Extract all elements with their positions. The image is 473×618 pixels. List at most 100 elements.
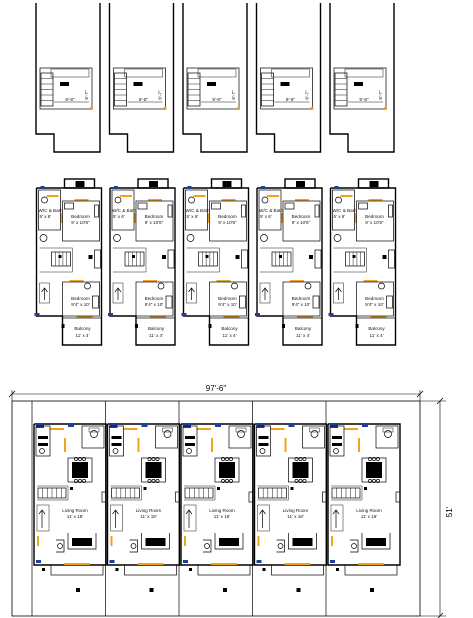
column-marker xyxy=(282,324,285,328)
upper-bedroom xyxy=(135,200,174,242)
balcony-dim: 11' x 4' xyxy=(370,333,384,338)
first-floor-stair xyxy=(345,251,365,267)
ground-floor-outline xyxy=(33,423,107,566)
balcony-label: Balcony xyxy=(368,326,385,331)
armchair xyxy=(203,539,212,553)
stair-arrow-head xyxy=(188,287,195,293)
stair-cabin xyxy=(260,67,313,110)
lower-bedroom-dim: 9'4" x 10' xyxy=(218,302,237,307)
living-room-dim: 11' x 18' xyxy=(287,514,304,519)
window-marker xyxy=(256,560,262,563)
lower-bedroom xyxy=(135,281,174,317)
dining-chair xyxy=(221,457,225,461)
bed-side-unit xyxy=(92,295,99,309)
toilet-fixture xyxy=(310,430,319,438)
door-marker xyxy=(37,536,39,546)
sofa-outline xyxy=(214,533,244,550)
armchair xyxy=(350,539,359,553)
armchair-circle xyxy=(277,543,284,549)
stair-arrow-head xyxy=(261,287,269,293)
lower-bedroom-label: Bedroom xyxy=(218,296,237,301)
ground-floor-outline xyxy=(180,423,254,566)
door-marker xyxy=(184,536,186,546)
wc-fixture xyxy=(114,196,122,204)
chimney-block xyxy=(149,181,158,187)
ground-floor-stair xyxy=(111,487,140,499)
column-marker xyxy=(382,255,387,259)
terrace-outline xyxy=(35,3,101,153)
width-dimension-slash-right xyxy=(416,390,424,398)
toilet-cistern xyxy=(88,427,100,433)
side-cabinet xyxy=(101,491,107,503)
toilet-fixture xyxy=(163,430,172,438)
toilet-room xyxy=(81,425,105,449)
ground-floor-stair xyxy=(184,487,214,499)
dining-chair xyxy=(298,479,303,483)
upper-bedroom-label: Bedroom xyxy=(145,214,164,219)
living-room-dim: 11' x 18' xyxy=(67,514,84,519)
balcony-dim: 11' x 4' xyxy=(76,333,90,338)
terrace-stair-flight xyxy=(334,72,348,107)
top-projection xyxy=(357,178,390,189)
door-marker xyxy=(123,428,138,430)
dining-chair xyxy=(151,479,156,483)
lower-bedroom-dim: 9'4" x 10' xyxy=(71,302,90,307)
washbasin-circle xyxy=(260,234,268,242)
passage-stair xyxy=(259,282,271,304)
parking-marker xyxy=(223,588,227,592)
column-marker xyxy=(61,324,65,328)
window-marker xyxy=(68,424,74,427)
sofa-seat xyxy=(72,538,92,546)
upper-bedroom-dim: 9' x 10'6" xyxy=(365,220,384,225)
sofa-outline xyxy=(67,533,97,550)
kitchen-area xyxy=(35,425,51,457)
stair-cabin xyxy=(186,67,240,110)
wc-room-dim: 5' x 6' xyxy=(113,214,125,219)
sink-circle xyxy=(259,448,266,454)
door-marker xyxy=(134,213,136,223)
door-marker xyxy=(267,195,279,197)
stair-arrow-head xyxy=(114,287,122,293)
stair-well xyxy=(110,485,142,501)
upper-bedroom xyxy=(282,200,321,242)
overall-width-label: 97'-6" xyxy=(206,384,227,393)
dining-table xyxy=(145,462,162,478)
ground-floor-outline xyxy=(327,423,401,566)
window-marker xyxy=(36,560,41,563)
stair-outline xyxy=(345,251,365,267)
door-marker xyxy=(64,438,66,452)
sofa-seat xyxy=(292,538,313,546)
door-marker xyxy=(340,195,353,197)
door-marker xyxy=(46,195,59,197)
wc-room-dim: 5' x 6' xyxy=(187,214,199,219)
dining-chair xyxy=(78,479,82,483)
dining-chair xyxy=(147,457,152,461)
stair-well xyxy=(37,485,69,501)
wc-room-dim: 5' x 6' xyxy=(260,214,272,219)
door-marker xyxy=(358,438,360,452)
armchair-circle xyxy=(130,543,137,549)
water-tank xyxy=(280,82,290,86)
counter-slab xyxy=(332,436,342,439)
entry-passage xyxy=(183,504,197,532)
armchair-circle xyxy=(351,543,357,549)
wc-fixture xyxy=(188,196,195,204)
bed-side-unit xyxy=(165,295,173,309)
parking-marker xyxy=(296,588,301,592)
door-marker xyxy=(223,316,240,318)
counter-slab xyxy=(38,436,48,439)
column-marker xyxy=(279,255,282,258)
door-marker xyxy=(193,195,206,197)
stair-cabin xyxy=(333,67,387,110)
living-room-label: Living Room xyxy=(136,508,162,513)
stair-dimension-vertical-label: 6'-7" xyxy=(378,90,383,100)
terrace-outline xyxy=(255,3,322,153)
wc-room-label: W/C & Bath xyxy=(186,208,210,213)
window-marker xyxy=(255,313,260,316)
upper-bedroom-dim: 9' x 10'6" xyxy=(71,220,90,225)
side-table xyxy=(167,204,173,218)
right-cabinet xyxy=(167,249,175,269)
window-marker xyxy=(40,186,45,189)
